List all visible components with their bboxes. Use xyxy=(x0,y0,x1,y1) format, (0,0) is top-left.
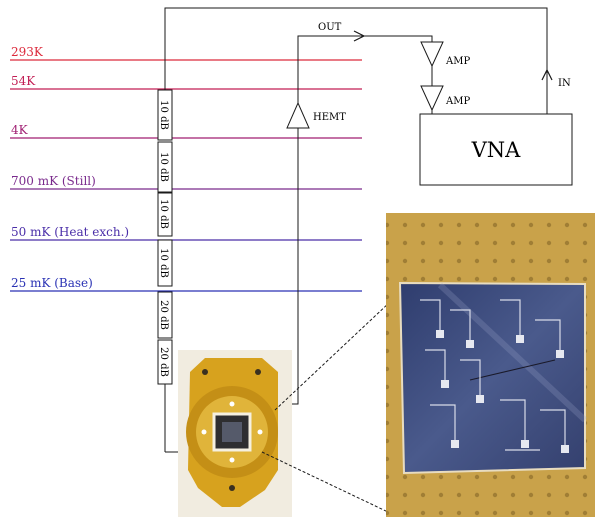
amp2-amplifier-icon xyxy=(420,85,444,112)
attenuator-label-5: 20 dB xyxy=(158,347,169,377)
amp2-label: AMP xyxy=(445,96,470,107)
temperature-stage-lines xyxy=(10,59,362,292)
hemt-label: HEMT xyxy=(313,112,346,123)
hemt-amplifier-icon xyxy=(286,101,310,129)
attenuator-label-1: 10 dB xyxy=(158,152,169,182)
vna-label: VNA xyxy=(471,138,522,162)
sample-holder-photo xyxy=(178,350,292,517)
attenuator-label-4: 20 dB xyxy=(158,300,169,330)
stage-label-2: 4K xyxy=(11,123,29,137)
attenuator-label-0: 10 dB xyxy=(158,100,169,130)
in-arrow-icon xyxy=(541,68,553,81)
attenuator-4: 20 dB xyxy=(157,291,173,339)
stage-label-3: 700 mK (Still) xyxy=(11,174,96,188)
attenuator-1: 10 dB xyxy=(157,141,173,193)
attenuator-0: 10 dB xyxy=(157,89,173,141)
attenuator-chain: 10 dB 10 dB 10 dB 10 dB 20 dB 20 dB xyxy=(157,89,173,385)
amp1-amplifier-icon xyxy=(420,41,444,68)
attenuator-label-3: 10 dB xyxy=(158,248,169,278)
stage-label-5: 25 mK (Base) xyxy=(11,276,93,290)
out-arrow-icon xyxy=(353,30,366,42)
attenuator-2: 10 dB xyxy=(157,192,173,237)
out-label: OUT xyxy=(318,22,342,33)
stage-label-1: 54K xyxy=(11,74,36,88)
zoom-line-bottom xyxy=(261,451,389,513)
in-label: IN xyxy=(558,78,571,89)
zoom-line-top xyxy=(274,301,391,411)
chip-micrograph xyxy=(386,213,595,517)
attenuator-label-2: 10 dB xyxy=(158,199,169,229)
amp1-label: AMP xyxy=(445,56,470,67)
attenuator-5: 20 dB xyxy=(157,339,173,385)
attenuator-3: 10 dB xyxy=(157,239,173,287)
vna-box xyxy=(419,113,573,186)
stage-label-0: 293K xyxy=(11,45,44,59)
stage-label-4: 50 mK (Heat exch.) xyxy=(11,225,129,239)
temperature-stage-labels: 293K 54K 4K 700 mK (Still) 50 mK (Heat e… xyxy=(11,45,129,290)
